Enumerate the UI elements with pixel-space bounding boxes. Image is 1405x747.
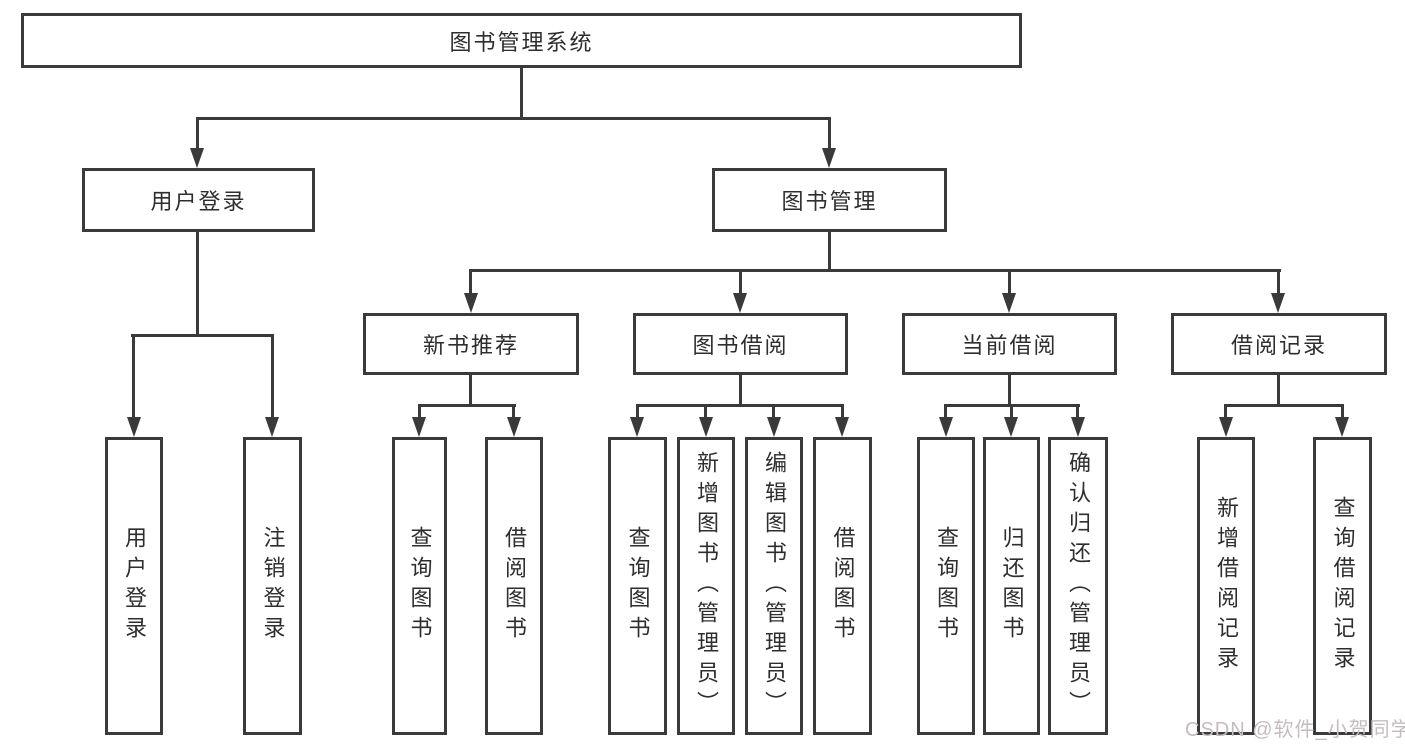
arrow-down-icon [412, 417, 426, 437]
connector-recommend-stem-line [469, 374, 472, 407]
connector-borrowing-split-line [636, 404, 844, 407]
connector-leaf-drop-line [418, 404, 421, 419]
node-label: 当前借阅 [961, 333, 1058, 358]
node-label: 用户登录 [150, 189, 247, 214]
arrow-down-icon [1004, 417, 1018, 437]
csdn-watermark: CSDN @软件_小贺同学 [1185, 719, 1405, 741]
leaf-recommend-borrow-books: 借阅图书 [485, 437, 543, 735]
leaf-borrow-borrow-books: 借阅图书 [813, 437, 872, 735]
leaf-label: 查询图书 [934, 526, 959, 646]
connector-user-login-split-line [131, 334, 273, 337]
node-label: 图书管理 [781, 189, 878, 214]
arrow-down-icon [464, 293, 478, 313]
node-borrowing-records: 借阅记录 [1171, 313, 1387, 375]
arrow-down-icon [835, 417, 849, 437]
connector-leaf-drop-line [1076, 404, 1079, 419]
leaf-borrow-query-books: 查询图书 [608, 437, 667, 735]
leaf-borrow-add-books-admin: 新增图书（管理员） [677, 437, 735, 735]
leaf-label: 借阅图书 [502, 526, 527, 646]
connector-current-stem-line [1008, 374, 1011, 407]
node-label: 图书借阅 [692, 333, 789, 358]
arrow-down-icon [767, 417, 781, 437]
connector-leaf-drop-line [1010, 404, 1013, 419]
leaf-label: 新增图书（管理员） [694, 451, 719, 721]
arrow-down-icon [1071, 417, 1085, 437]
connector-root-stem-line [520, 68, 523, 119]
connector-leaf-drop-line [704, 404, 707, 419]
connector-module-drop-line [1277, 269, 1280, 295]
leaf-label: 新增借阅记录 [1214, 496, 1239, 676]
connector-module-drop-line [739, 269, 742, 295]
connector-leaf-drop-line [1341, 404, 1344, 419]
arrow-down-icon [127, 417, 141, 437]
arrow-down-icon [265, 417, 279, 437]
leaf-label: 查询借阅记录 [1330, 496, 1356, 676]
node-new-book-recommend: 新书推荐 [363, 313, 579, 375]
connector-user-login-drop-line [196, 117, 199, 153]
connector-leaf-drop-line [512, 404, 515, 419]
connector-borrowing-stem-line [739, 374, 742, 407]
arrow-down-icon [507, 417, 521, 437]
connector-module-drop-line [1008, 269, 1011, 295]
leaf-label: 归还图书 [999, 526, 1025, 646]
arrow-down-icon [630, 417, 644, 437]
connector-book-mgmt-stem-line [828, 231, 831, 272]
leaf-records-query-record: 查询借阅记录 [1313, 437, 1372, 735]
connector-leaf-drop-line [636, 404, 639, 419]
arrow-down-icon [190, 148, 204, 168]
node-label: 新书推荐 [422, 333, 519, 358]
leaf-label: 查询图书 [625, 526, 651, 646]
node-library-management-system: 图书管理系统 [21, 13, 1022, 68]
leaf-records-add-record: 新增借阅记录 [1197, 437, 1255, 735]
leaf-current-query-books: 查询图书 [917, 437, 975, 735]
leaf-borrow-edit-books-admin: 编辑图书（管理员） [745, 437, 803, 735]
connector-user-login-stem-line [196, 231, 199, 337]
connector-records-stem-line [1277, 374, 1280, 407]
leaf-label: 用户登录 [122, 526, 147, 646]
connector-module-drop-line [469, 269, 472, 295]
node-label: 借阅记录 [1230, 333, 1327, 358]
leaf-current-return-books: 归还图书 [983, 437, 1040, 735]
connector-leaf-drop-line [271, 334, 274, 419]
leaf-label: 注销登录 [260, 526, 286, 646]
leaf-label: 确认归还（管理员） [1066, 451, 1091, 721]
arrow-down-icon [699, 417, 713, 437]
node-book-borrowing: 图书借阅 [633, 313, 848, 375]
connector-records-split-line [1224, 404, 1344, 407]
leaf-logout: 注销登录 [243, 437, 302, 735]
connector-leaf-drop-line [132, 334, 135, 419]
connector-book-mgmt-split-line [469, 269, 1281, 272]
connector-root-split-line [196, 117, 831, 120]
node-user-login: 用户登录 [82, 168, 315, 232]
connector-book-mgmt-drop-line [828, 117, 831, 153]
node-label: 图书管理系统 [449, 29, 594, 55]
leaf-recommend-query-books: 查询图书 [392, 437, 447, 735]
connector-leaf-drop-line [1224, 404, 1227, 419]
node-book-management: 图书管理 [712, 168, 947, 232]
leaf-user-login: 用户登录 [105, 437, 163, 735]
leaf-label: 借阅图书 [830, 526, 856, 646]
leaf-current-confirm-return-admin: 确认归还（管理员） [1048, 437, 1108, 735]
connector-leaf-drop-line [772, 404, 775, 419]
leaf-label: 查询图书 [407, 526, 433, 646]
connector-leaf-drop-line [841, 404, 844, 419]
arrow-down-icon [1002, 293, 1016, 313]
node-current-borrowing: 当前借阅 [902, 313, 1117, 375]
connector-leaf-drop-line [944, 404, 947, 419]
arrow-down-icon [1219, 417, 1233, 437]
arrow-down-icon [822, 148, 836, 168]
leaf-label: 编辑图书（管理员） [762, 451, 787, 721]
arrow-down-icon [1335, 417, 1349, 437]
arrow-down-icon [939, 417, 953, 437]
arrow-down-icon [1271, 293, 1285, 313]
connector-recommend-split-line [418, 404, 516, 407]
arrow-down-icon [733, 293, 747, 313]
